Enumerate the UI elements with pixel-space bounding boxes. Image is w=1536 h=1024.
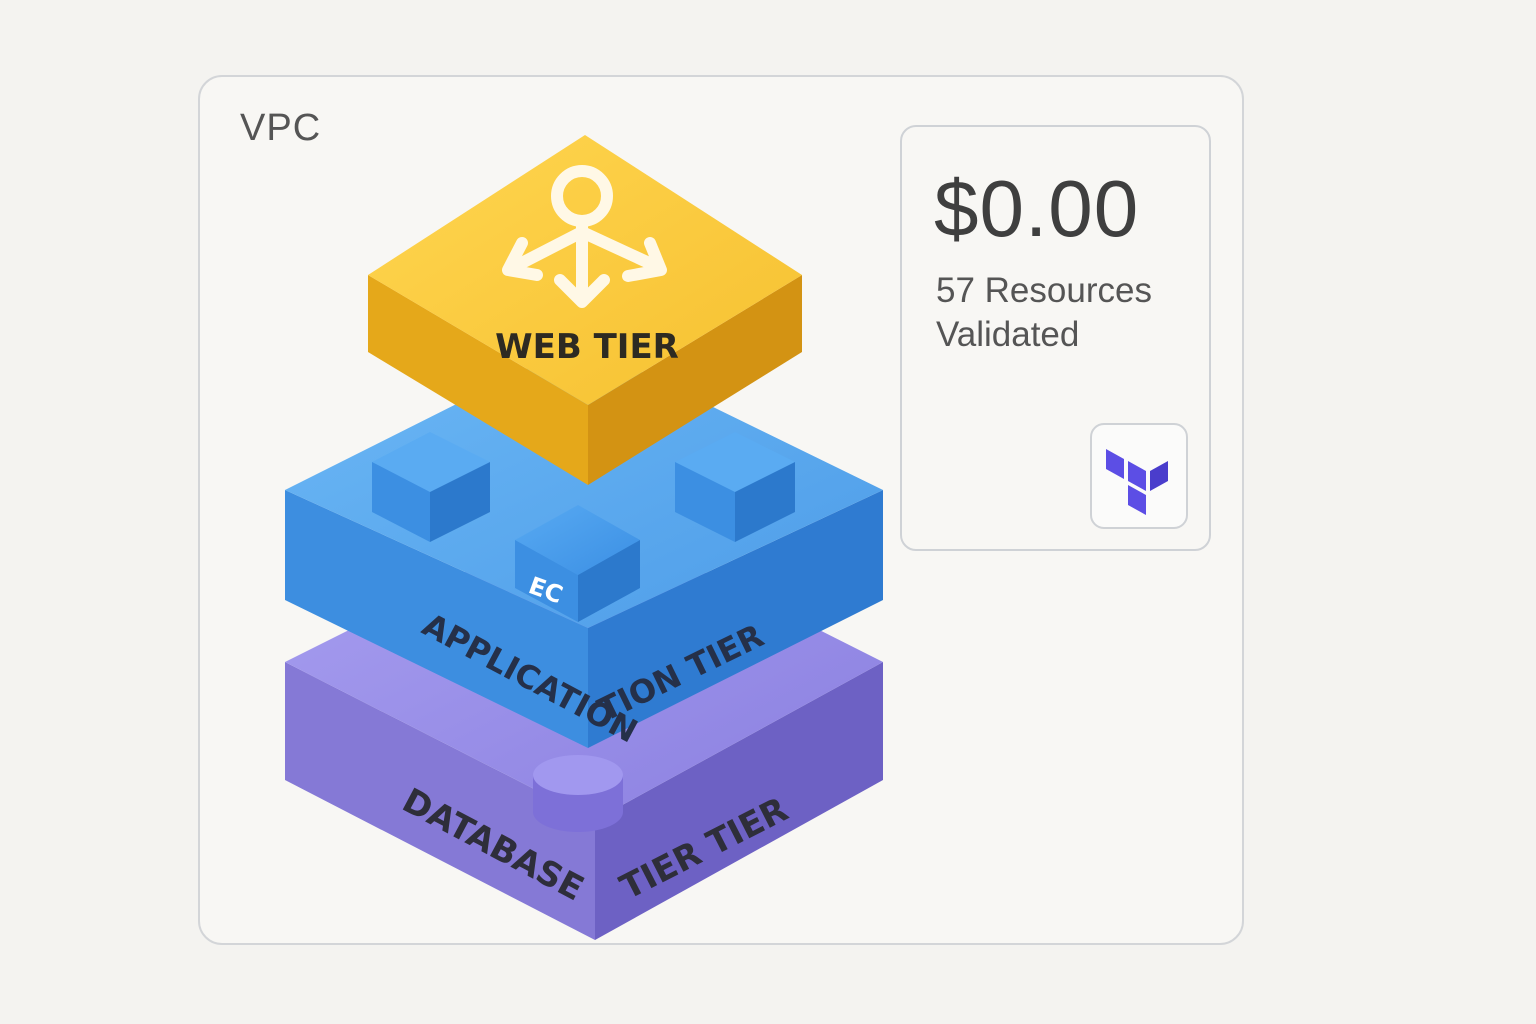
resources-count: 57 Resources xyxy=(936,271,1152,310)
terraform-logo-icon xyxy=(1106,449,1168,515)
web-tier-label: WEB TIER xyxy=(495,327,679,367)
cost-amount: $0.00 xyxy=(934,164,1140,253)
app-server-cube-1 xyxy=(372,432,490,542)
application-tier: EC APPLICATION TION TIER xyxy=(285,342,883,751)
database-cylinder-icon xyxy=(533,755,623,832)
validation-status: Validated xyxy=(936,315,1080,354)
load-balancer-icon xyxy=(502,165,667,308)
cost-summary-card: $0.00 57 Resources Validated xyxy=(900,125,1211,551)
app-server-cube-2 xyxy=(675,432,795,542)
vpc-label: VPC xyxy=(240,107,322,149)
web-tier: WEB TIER xyxy=(368,135,802,485)
terraform-logo-tile xyxy=(1090,423,1188,529)
